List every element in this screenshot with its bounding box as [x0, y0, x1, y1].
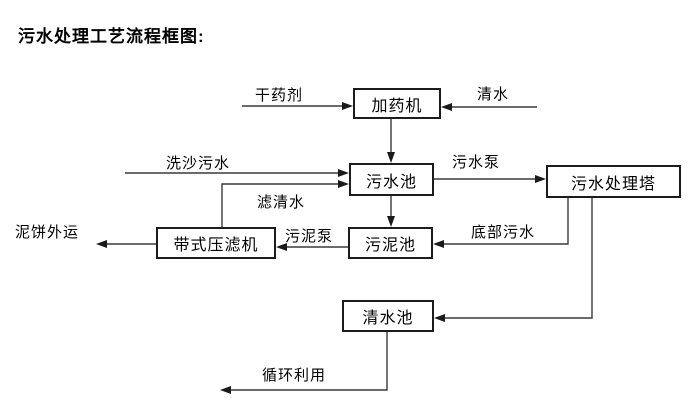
diagram-title: 污水处理工艺流程框图: — [18, 27, 205, 46]
edge-label-dry-chemical: 干药剂 — [255, 87, 304, 104]
node-clear-water-pool: 清水池 — [342, 300, 434, 332]
edge-label-clear-water: 清水 — [477, 86, 510, 103]
node-treatment-tower: 污水处理塔 — [546, 165, 681, 198]
node-belt-filter-press: 带式压滤机 — [156, 227, 276, 259]
edge-label-sludge-pump: 污泥泵 — [285, 228, 334, 245]
edge-label-bottom-sewage: 底部污水 — [471, 224, 536, 241]
node-sewage-pool: 污水池 — [349, 163, 434, 196]
edge-label-recycle: 循环利用 — [262, 367, 327, 384]
edge-label-sand-washing-sewage: 洗沙污水 — [166, 155, 231, 172]
node-dosing-machine: 加药机 — [353, 88, 441, 119]
edge-label-mud-cake-out: 泥饼外运 — [15, 224, 80, 241]
node-sludge-pool: 污泥池 — [348, 227, 433, 259]
edge-label-filtered-water: 滤清水 — [257, 194, 306, 211]
edge-label-sewage-pump: 污水泵 — [452, 154, 501, 171]
